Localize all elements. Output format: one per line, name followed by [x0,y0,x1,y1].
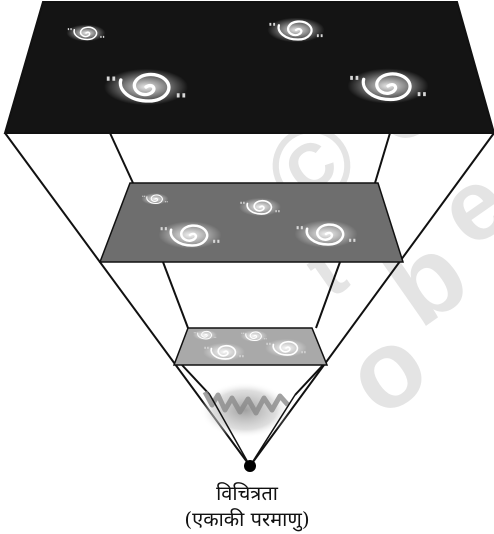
universe-plane-medium [100,183,403,262]
spiral-galaxy-icon [67,25,106,42]
spiral-galaxy-icon [159,221,222,248]
spiral-galaxy-icon [241,330,268,342]
universe-plane-small [174,328,327,365]
universe-plane-large [5,2,494,133]
singularity-dot-icon [244,460,256,472]
spiral-galaxy-icon [265,339,307,357]
spiral-galaxy-icon [268,18,325,43]
cosmic-fog-icon [200,382,290,438]
spiral-galaxy-icon [295,220,358,247]
spiral-galaxy-icon [348,68,429,103]
spiral-galaxy-icon [203,343,245,361]
spiral-galaxy-icon [193,330,217,340]
spiral-galaxy-icon [104,69,188,105]
spiral-galaxy-icon [239,198,281,216]
singularity-sublabel: (एकाकी परमाणु) [0,508,494,530]
singularity-label: विचित्रता [0,482,494,504]
spiral-galaxy-icon [142,193,169,205]
